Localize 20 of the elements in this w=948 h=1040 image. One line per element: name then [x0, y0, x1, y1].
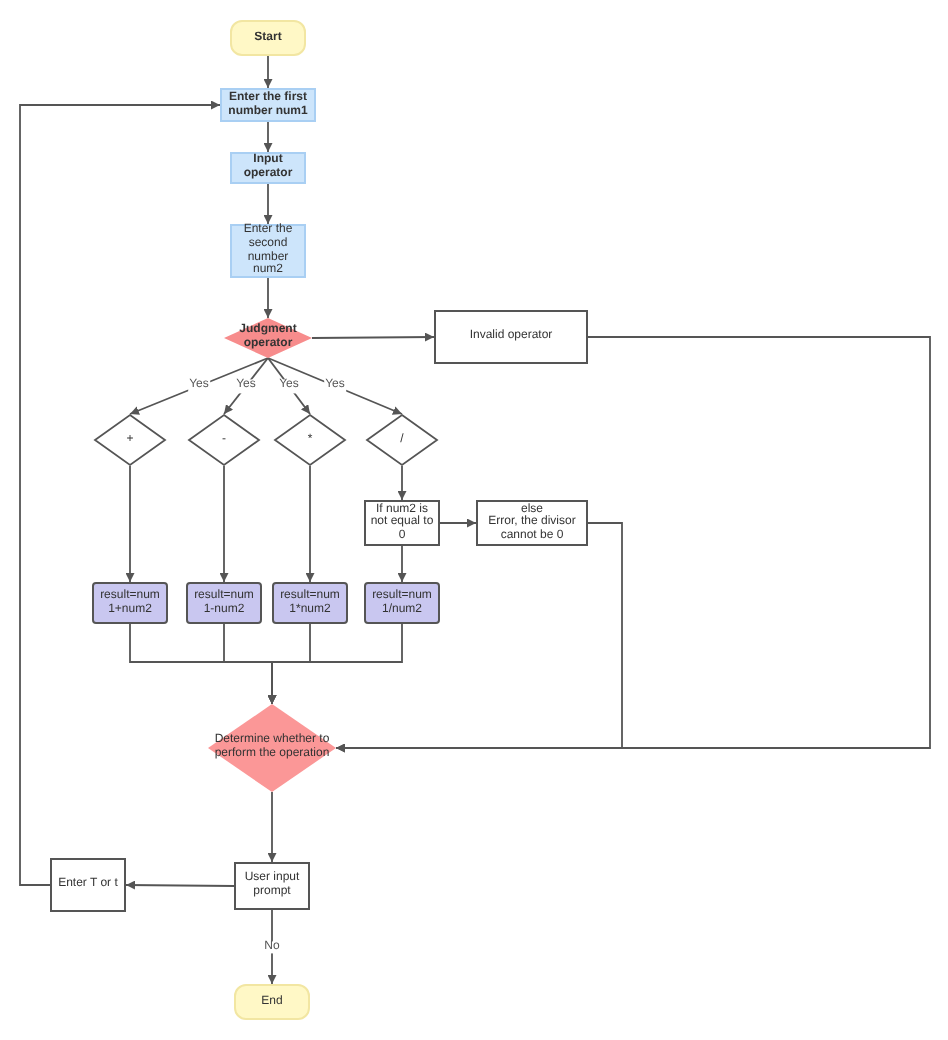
flow-arrow: [219, 465, 229, 583]
flow-arrow: [305, 465, 315, 583]
flow-arrow: [263, 277, 273, 319]
flow-arrow: [263, 183, 273, 225]
flow-arrow: [267, 623, 403, 705]
flow-arrow: [263, 55, 273, 89]
flow-arrow: [125, 465, 135, 583]
flow-arrow: [267, 357, 403, 415]
flow-arrow: [267, 791, 277, 863]
flow-arrow: [311, 332, 435, 342]
flow-arrow: [335, 522, 623, 753]
flow-arrow: [223, 357, 269, 415]
flow-arrow: [125, 880, 235, 890]
flow-arrow: [267, 909, 277, 985]
flow-arrow: [397, 545, 407, 583]
flow-arrow: [19, 100, 221, 886]
flow-arrow: [263, 121, 273, 153]
flow-arrow: [439, 518, 477, 528]
flow-arrow: [397, 465, 407, 501]
flow-arrow: [129, 357, 269, 415]
